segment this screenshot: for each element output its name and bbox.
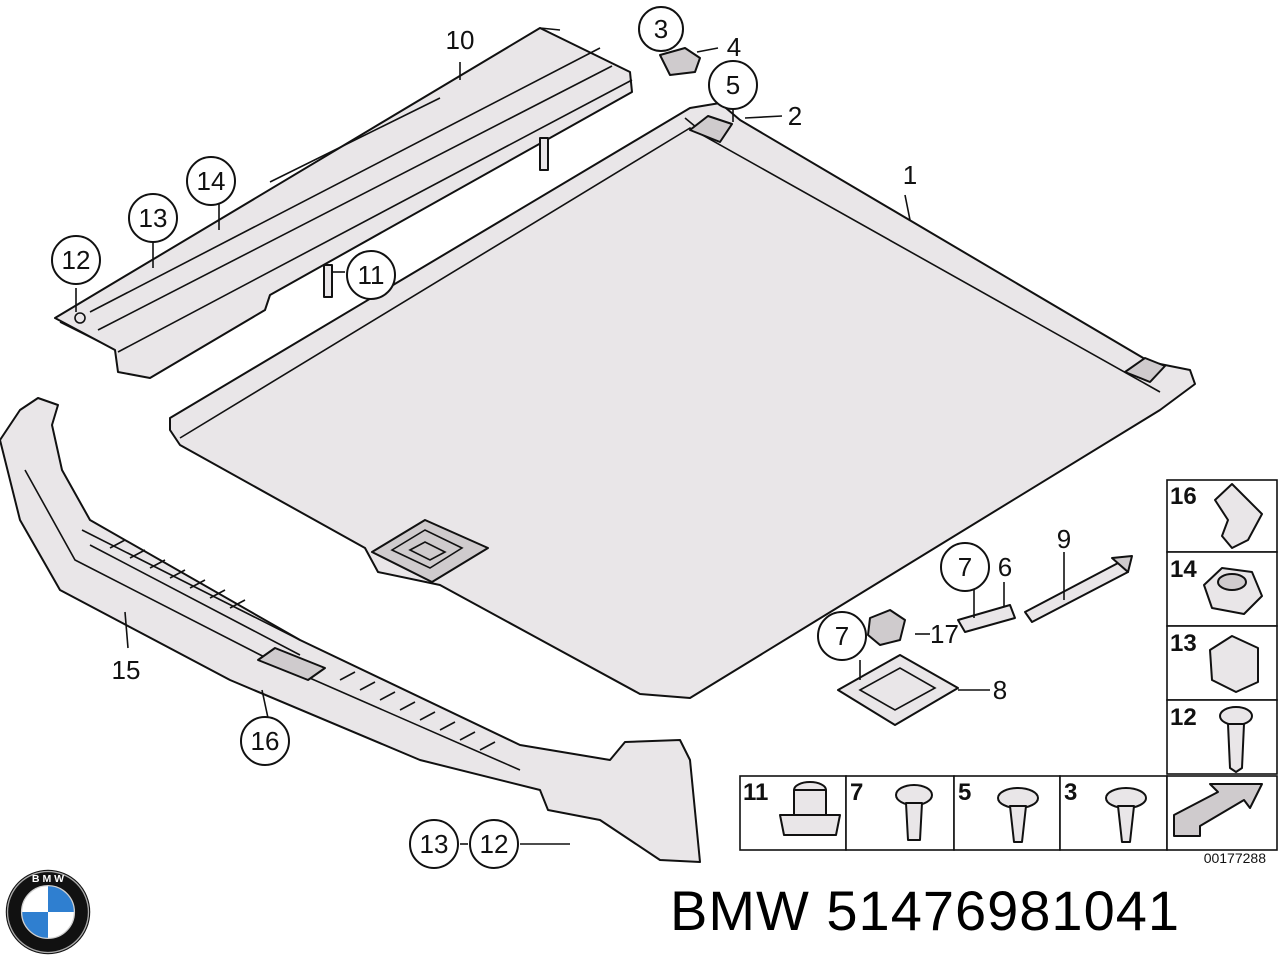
roller-cover (54, 27, 633, 379)
screw-5-icon (997, 787, 1039, 843)
gas-strut (1024, 555, 1133, 623)
screw-3-icon (1105, 787, 1147, 843)
callout-circle-11 (346, 250, 396, 300)
sill-trim (0, 397, 701, 863)
callout-9: 9 (1057, 524, 1071, 554)
bottom-legend-7: 7 (850, 779, 863, 806)
callout-circle-7b (817, 611, 867, 661)
side-legend: 16 14 13 12 (1166, 479, 1278, 775)
callout-circle-5 (708, 60, 758, 110)
callout-5: 5 (726, 70, 740, 100)
bracket-6 (957, 604, 1016, 633)
callout-4: 4 (727, 32, 741, 62)
callout-13b: 13 (420, 829, 449, 859)
bottom-legend-3: 3 (1064, 779, 1077, 806)
bmw-logo-letters: B M W (32, 873, 64, 885)
callout-12a: 12 (62, 245, 91, 275)
callout-17: 17 (930, 619, 959, 649)
callout-13a: 13 (139, 203, 168, 233)
callout-2: 2 (788, 101, 802, 131)
callout-11: 11 (358, 260, 385, 290)
page-caption: BMW 51476981041 (670, 879, 1181, 942)
clip-bracket (659, 47, 701, 76)
handle-8 (837, 654, 959, 726)
callout-circle-12a (51, 235, 101, 285)
grommet-17 (867, 609, 906, 646)
bmw-logo-icon: B M W (5, 869, 91, 955)
screw-12-icon (1219, 706, 1253, 773)
callout-circle-14 (186, 156, 236, 206)
leader-lines (75, 47, 1065, 845)
floor-panel (169, 102, 1196, 699)
clip-13-icon (1209, 635, 1259, 693)
callout-14: 14 (197, 166, 226, 196)
grommet-11-icon (779, 781, 841, 836)
callout-circle-12b (469, 819, 519, 869)
callout-10: 10 (446, 25, 475, 55)
bottom-legend-11: 11 (743, 779, 768, 806)
callout-7a: 7 (958, 552, 972, 582)
callout-12b: 12 (480, 829, 509, 859)
side-legend-12: 12 (1170, 704, 1197, 731)
callout-3: 3 (654, 14, 668, 44)
callout-16: 16 (251, 726, 280, 756)
bottom-legend-5: 5 (958, 779, 971, 806)
callout-circle-16 (240, 716, 290, 766)
side-legend-16: 16 (1170, 483, 1197, 510)
diagram-code: 00177288 (1203, 850, 1266, 866)
callout-8: 8 (993, 675, 1007, 705)
callout-circle-3 (638, 6, 684, 52)
bottom-legend: 11 7 5 3 (739, 775, 1278, 851)
callout-6: 6 (998, 552, 1012, 582)
callout-circle-13b (409, 819, 459, 869)
callout-circle-13a (128, 193, 178, 243)
side-legend-14: 14 (1170, 556, 1197, 583)
callout-15: 15 (112, 655, 141, 685)
callout-7b: 7 (835, 621, 849, 651)
callout-1: 1 (903, 160, 917, 190)
arrow-icon (1173, 783, 1263, 837)
clip-16-icon (1214, 483, 1263, 549)
callout-circle-7a (940, 542, 990, 592)
screw-7-icon (895, 784, 933, 841)
side-legend-13: 13 (1170, 630, 1197, 657)
